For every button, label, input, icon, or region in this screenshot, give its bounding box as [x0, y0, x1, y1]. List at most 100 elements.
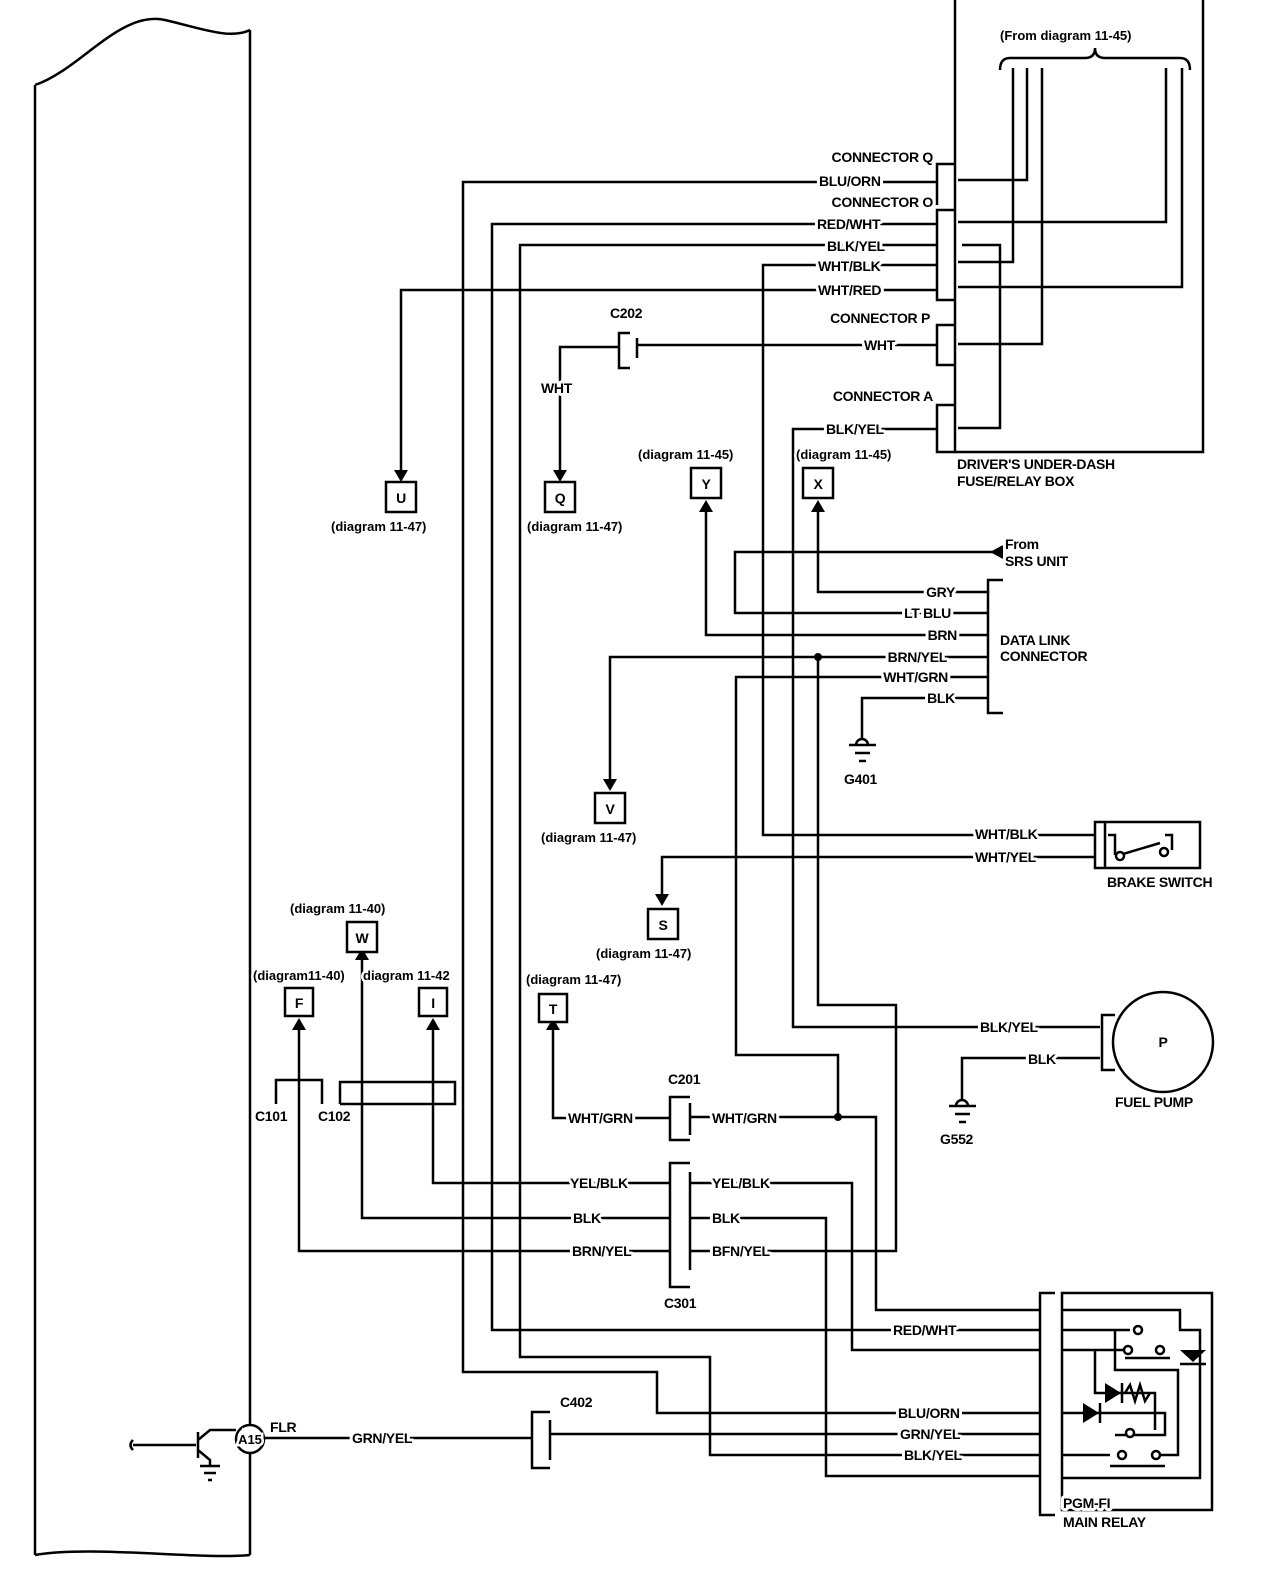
wire-label: WHT	[864, 337, 896, 353]
wire-wht-yel	[660, 855, 1095, 895]
splice-dot	[834, 1113, 842, 1121]
ref-w[interactable]: W	[345, 920, 379, 954]
ref-y[interactable]: Y	[689, 466, 723, 500]
c201-label: C201	[668, 1071, 701, 1087]
wire-yel-blk	[431, 1020, 1040, 1352]
brake-switch-label: BRAKE SWITCH	[1107, 874, 1212, 890]
wire-label: YEL/BLK	[712, 1175, 770, 1191]
wire-blk	[360, 952, 1040, 1478]
wire-label: WHT/GRN	[883, 669, 948, 685]
ground-icon	[849, 737, 876, 763]
wire-label: BLK	[927, 690, 955, 706]
wire-label: RED/WHT	[893, 1322, 957, 1338]
arrow-up-icon	[426, 1018, 440, 1030]
arrow-down-icon	[655, 894, 669, 906]
wire-label: GRN/YEL	[352, 1430, 413, 1446]
splice-dot	[814, 653, 822, 661]
ref-w-diagram: (diagram 11-40)	[290, 901, 385, 916]
wire-label: WHT/YEL	[975, 849, 1037, 865]
relay-name: PGM-FI	[1063, 1495, 1110, 1511]
svg-text:Y: Y	[701, 476, 711, 492]
ref-u-diagram: (diagram 11-47)	[331, 519, 426, 534]
wire-label: BLK	[573, 1210, 601, 1226]
ground-g552-label: G552	[940, 1131, 974, 1147]
ref-q[interactable]: Q	[543, 480, 577, 514]
wire-label: YEL/BLK	[570, 1175, 628, 1191]
arrow-down-icon	[394, 470, 408, 482]
wire-label: BLK/YEL	[826, 421, 885, 437]
wire-dlc-blk	[860, 696, 988, 738]
wire-label: BLK/YEL	[904, 1447, 963, 1463]
terminal-a15-label: A15	[238, 1432, 262, 1447]
wire-grn-yel	[264, 1432, 1040, 1440]
ref-s[interactable]: S	[646, 907, 680, 941]
wire-brn	[704, 505, 988, 637]
ref-u[interactable]: U	[384, 480, 418, 514]
wire-label: BRN/YEL	[572, 1243, 632, 1259]
wire-label: LT BLU	[904, 605, 951, 621]
wire-wht-red	[399, 288, 937, 472]
svg-text:U: U	[396, 490, 406, 506]
c402-label: C402	[560, 1394, 593, 1410]
c101-label: C101	[255, 1108, 288, 1124]
wire-blk-yel-a	[791, 427, 1100, 1029]
svg-text:F: F	[295, 995, 304, 1011]
arrow-left-icon	[990, 545, 1003, 559]
wire-label: WHT	[541, 380, 573, 396]
wire-wht-blk	[761, 263, 1095, 837]
ref-q-diagram: (diagram 11-47)	[527, 519, 622, 534]
c101-connector	[274, 1078, 324, 1104]
wire-brn-yel-f	[297, 1020, 670, 1253]
wire-wht-grn	[690, 675, 1040, 1312]
wire-label: BLK	[712, 1210, 740, 1226]
wire-label: WHT/BLK	[975, 826, 1038, 842]
ref-i-diagram: diagram 11-42	[363, 968, 450, 983]
brace	[998, 47, 1192, 71]
transistor-icon	[129, 1428, 236, 1482]
ref-s-diagram: (diagram 11-47)	[596, 946, 691, 961]
ref-t-diagram: (diagram 11-47)	[526, 972, 621, 987]
wire-label: WHT/BLK	[818, 258, 881, 274]
dlc-name: DATA LINK	[1000, 632, 1070, 648]
svg-text:Q: Q	[555, 490, 566, 506]
diode-icon	[1083, 1403, 1099, 1423]
ground-icon	[949, 1098, 976, 1124]
svg-text:W: W	[356, 930, 370, 946]
wire-label: BLU/ORN	[819, 173, 881, 189]
ref-t[interactable]: T	[537, 992, 569, 1024]
fuse-relay-box: (From diagram 11-45) CONNECTOR Q CONNECT…	[827, 0, 1205, 492]
wire-lt-blu	[733, 550, 995, 615]
c202-label: C202	[610, 305, 643, 321]
ref-x[interactable]: X	[801, 466, 835, 500]
ref-v[interactable]: V	[593, 791, 627, 825]
ref-f[interactable]: F	[283, 986, 315, 1018]
connector-o-label: CONNECTOR O	[832, 194, 934, 210]
ref-i[interactable]: I	[417, 986, 449, 1018]
pgm-fi-main-relay	[1038, 1291, 1214, 1517]
connector-q-label: CONNECTOR Q	[832, 149, 934, 165]
ref-v-diagram: (diagram 11-47)	[541, 830, 636, 845]
arrow-down-icon	[553, 470, 567, 482]
wire-gry	[816, 505, 988, 594]
c301-label: C301	[664, 1295, 697, 1311]
fuse-box-name: DRIVER'S UNDER-DASH	[957, 456, 1115, 472]
wire-label: GRN/YEL	[900, 1426, 961, 1442]
svg-text:V: V	[605, 801, 615, 817]
wire-label: GRY	[926, 584, 956, 600]
terminal-a15	[234, 1423, 266, 1455]
c102-connector	[338, 1080, 457, 1106]
c301-connector	[668, 1161, 692, 1289]
wire-label: RED/WHT	[817, 216, 881, 232]
terminal-name: FLR	[270, 1419, 297, 1435]
relay-name-2: MAIN RELAY	[1063, 1514, 1147, 1530]
dlc-name-2: CONNECTOR	[1000, 648, 1087, 664]
svg-text:S: S	[658, 917, 667, 933]
connector-a-label: CONNECTOR A	[833, 388, 933, 404]
wire-fuel-blk	[960, 1056, 1100, 1100]
wire-label: WHT/RED	[818, 282, 881, 298]
srs-label: From	[1005, 536, 1039, 552]
dlc-connector	[986, 578, 1003, 715]
c402-connector	[530, 1410, 552, 1470]
fuel-pump: P	[1100, 990, 1215, 1094]
